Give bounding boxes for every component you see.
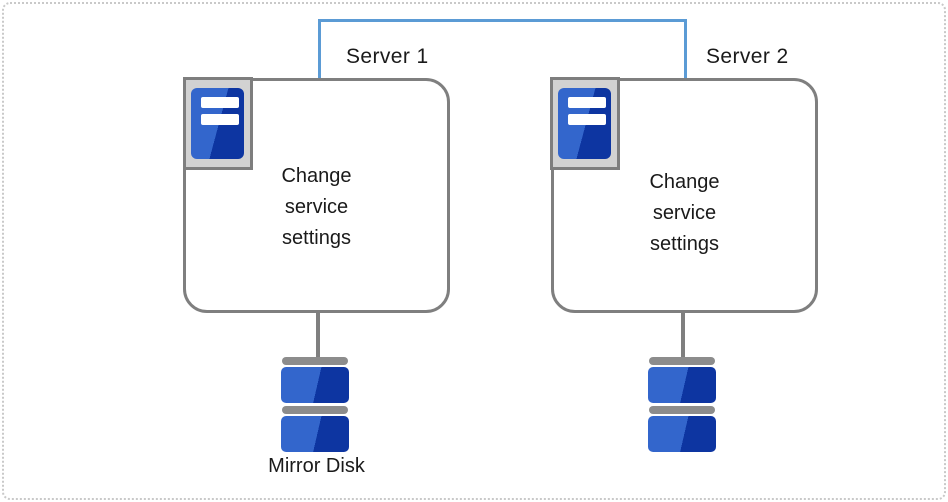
disk-platter bbox=[281, 416, 349, 452]
server2-disk-stem bbox=[681, 311, 685, 360]
server-tower-icon bbox=[550, 77, 620, 170]
disk-cap bbox=[282, 406, 348, 414]
server1-disk-stem bbox=[316, 311, 320, 360]
server-tower-body bbox=[191, 88, 244, 159]
disk-stack-icon bbox=[648, 357, 716, 452]
disk-cap bbox=[649, 406, 715, 414]
server1-service-text: Change service settings bbox=[281, 165, 352, 249]
server-slot-icon bbox=[568, 97, 606, 108]
interconnect-line bbox=[318, 19, 687, 78]
disk-platter bbox=[281, 367, 349, 403]
server-slot-icon bbox=[568, 114, 606, 125]
disk-cap bbox=[282, 357, 348, 365]
server-tower-icon bbox=[183, 77, 253, 170]
mirror-disk-label: Mirror Disk bbox=[268, 455, 365, 477]
disk-stack-icon bbox=[281, 357, 349, 452]
server2-label: Server 2 bbox=[706, 45, 789, 68]
disk-platter bbox=[648, 367, 716, 403]
server-slot-icon bbox=[201, 97, 239, 108]
server2-service-text: Change service settings bbox=[649, 171, 720, 255]
server-tower-body bbox=[558, 88, 611, 159]
server1-label: Server 1 bbox=[346, 45, 429, 68]
disk-platter bbox=[648, 416, 716, 452]
disk-cap bbox=[649, 357, 715, 365]
server-slot-icon bbox=[201, 114, 239, 125]
